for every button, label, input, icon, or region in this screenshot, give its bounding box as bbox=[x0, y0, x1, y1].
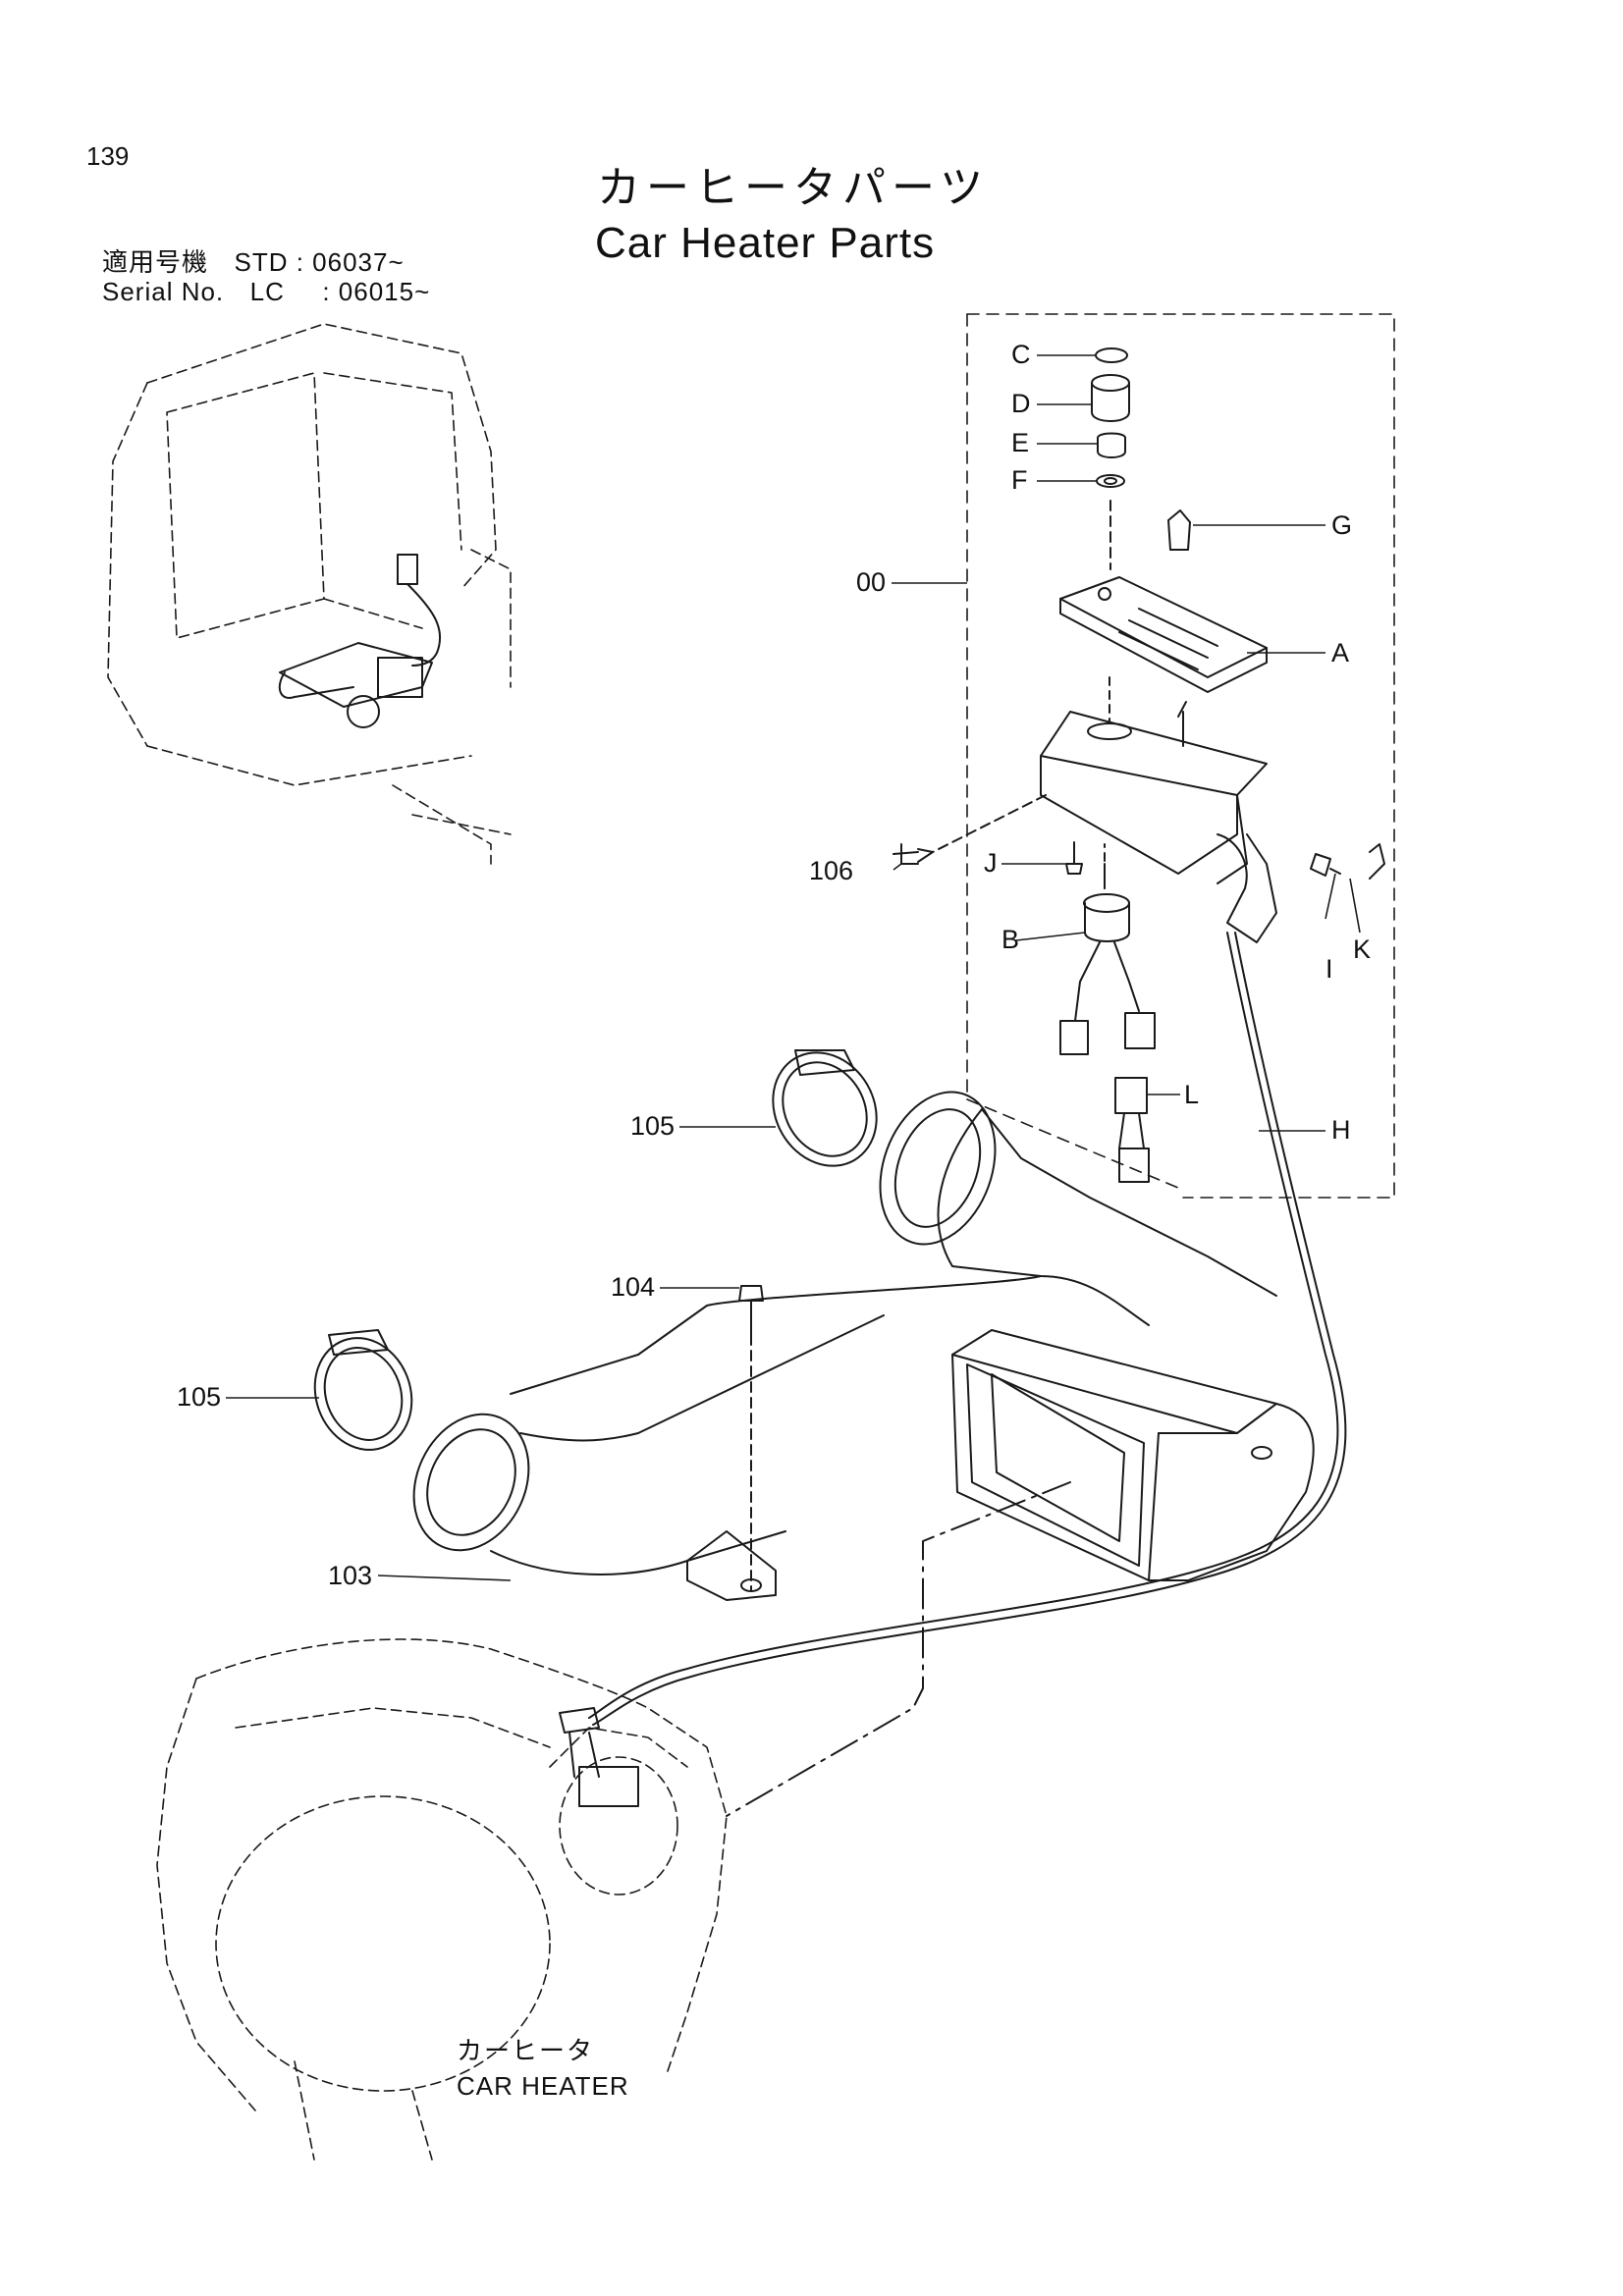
serial-applicability: 適用号機 STD : 06037~ Serial No. LC : 06015~ bbox=[102, 247, 430, 306]
lc-serial-value: : 06015~ bbox=[322, 277, 431, 306]
serial-row-std: 適用号機 STD : 06037~ bbox=[102, 247, 430, 277]
harness-connector bbox=[1114, 1077, 1150, 1183]
lc-label: LC bbox=[249, 277, 285, 306]
car-heater-label-en: CAR HEATER bbox=[457, 2071, 629, 2101]
callout-00: 00 bbox=[856, 567, 887, 597]
std-label: STD bbox=[234, 247, 289, 277]
page-title-japanese: カーヒータパーツ bbox=[597, 164, 990, 212]
callout-l: L bbox=[1184, 1080, 1200, 1109]
std-serial-value: : 06037~ bbox=[296, 247, 405, 277]
callout-105-lower: 105 bbox=[177, 1382, 222, 1412]
control-panel-plate bbox=[1059, 576, 1268, 693]
cab-heater-detail bbox=[278, 554, 442, 728]
callout-k: K bbox=[1353, 934, 1372, 964]
cab-sketch bbox=[107, 323, 512, 865]
car-heater-cable-end bbox=[559, 1707, 639, 1807]
callout-105-upper: 105 bbox=[630, 1111, 676, 1141]
callout-i: I bbox=[1325, 954, 1333, 984]
car-heater-sketch bbox=[156, 1638, 728, 2161]
callout-103: 103 bbox=[328, 1561, 373, 1590]
air-duct bbox=[412, 1091, 1277, 1601]
control-bracket bbox=[1040, 676, 1277, 943]
serial-row-lc: Serial No. LC : 06015~ bbox=[102, 277, 430, 306]
callout-c: C bbox=[1011, 340, 1031, 369]
hose-clamp-upper bbox=[772, 1049, 878, 1167]
callout-a: A bbox=[1331, 638, 1350, 667]
control-cable bbox=[588, 932, 1339, 1719]
callout-b: B bbox=[1001, 925, 1020, 954]
callout-j: J bbox=[984, 848, 998, 878]
callout-h: H bbox=[1331, 1115, 1351, 1145]
bolt bbox=[738, 1285, 764, 1591]
callout-f: F bbox=[1011, 465, 1028, 495]
car-heater-label-jp: カーヒータ bbox=[457, 2036, 595, 2065]
lever-knob bbox=[1167, 509, 1191, 551]
callout-e: E bbox=[1011, 428, 1030, 457]
callout-g: G bbox=[1331, 510, 1353, 540]
knob-stack bbox=[1091, 347, 1130, 570]
page-number: 139 bbox=[86, 141, 130, 171]
hose-clamp-lower bbox=[313, 1329, 413, 1451]
page-title: Car Heater Parts bbox=[595, 219, 936, 267]
screws bbox=[893, 794, 1385, 880]
applicability-label-en: Serial No. bbox=[102, 277, 225, 306]
callout-leaders bbox=[226, 354, 1361, 1581]
applicability-label-jp: 適用号機 bbox=[102, 247, 209, 277]
callout-106: 106 bbox=[809, 856, 854, 885]
callout-d: D bbox=[1011, 389, 1031, 418]
switch-harness bbox=[1059, 843, 1156, 1055]
assembly-outline bbox=[966, 313, 1395, 1199]
heater-box bbox=[951, 1329, 1315, 1581]
callout-104: 104 bbox=[611, 1272, 656, 1302]
